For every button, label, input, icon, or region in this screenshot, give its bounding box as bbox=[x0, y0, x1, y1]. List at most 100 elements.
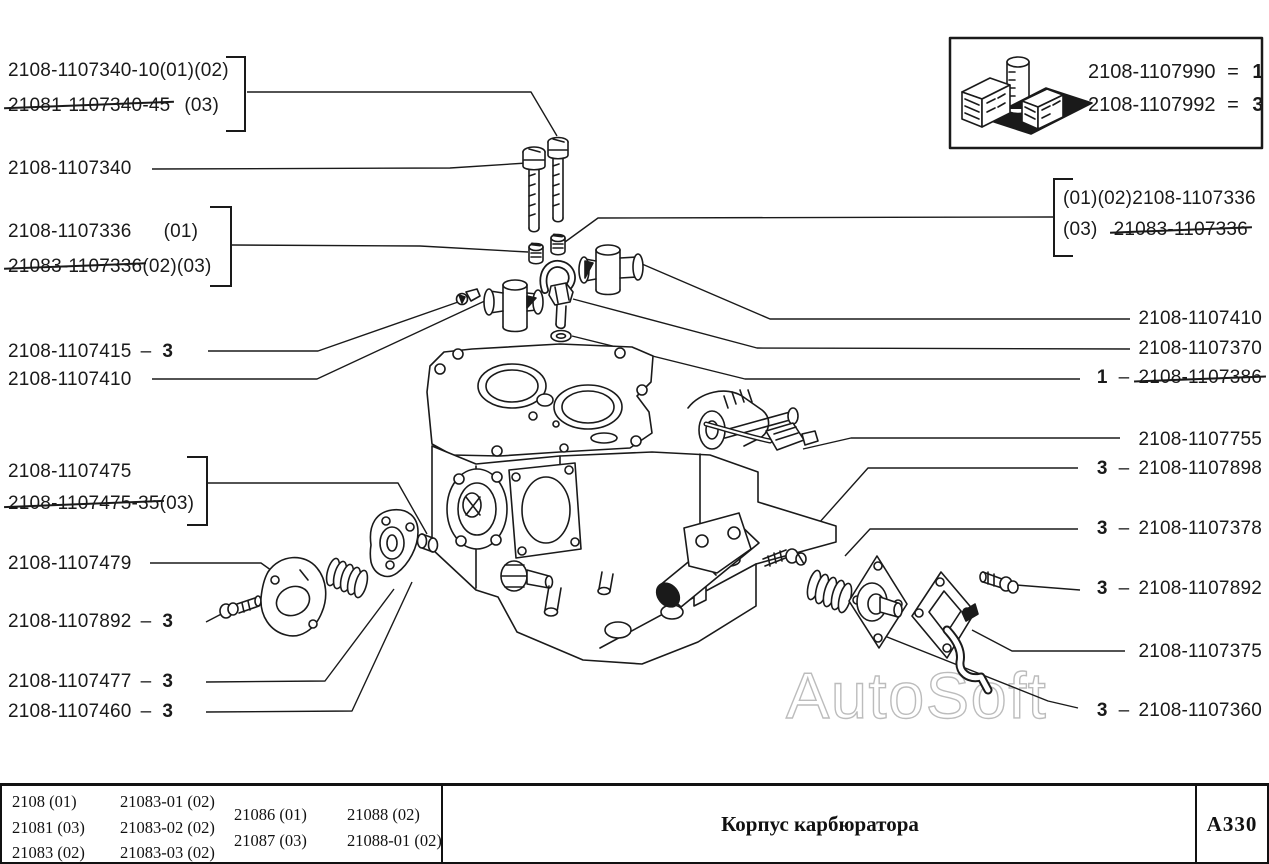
part-number: 2108-1107410 bbox=[8, 369, 132, 390]
part-label-1107386: 1–2108-1107386 bbox=[1095, 367, 1262, 390]
mixture-screws bbox=[522, 136, 569, 233]
part-label-1107898: 3–2108-1107898 bbox=[1095, 458, 1262, 481]
hook-bracket-group bbox=[455, 259, 576, 343]
part-label-1107415: 2108-1107415–3 bbox=[8, 341, 175, 364]
model-list-col4: 21088 (02) 21088-01 (02) bbox=[347, 802, 442, 853]
model-item: 21088 (02) bbox=[347, 805, 420, 824]
part-label-1107477: 2108-1107477–3 bbox=[8, 671, 175, 694]
part-number: 2108-1107370 bbox=[1138, 338, 1262, 359]
kit-row-1: 2108-1107990 = 1 bbox=[1088, 61, 1265, 84]
dash: – bbox=[1118, 578, 1130, 599]
kit-qty: 1 bbox=[1252, 61, 1264, 83]
part-qty: 3 bbox=[1096, 458, 1108, 479]
bracket-group-1107475 bbox=[187, 456, 208, 526]
part-label-1107340: 2108-1107340 bbox=[8, 158, 132, 181]
part-number: 2108-1107340-10(01)(02) bbox=[8, 60, 229, 81]
part-label-1107892-right: 3–2108-1107892 bbox=[1095, 578, 1262, 601]
part-qty: 3 bbox=[162, 611, 174, 632]
dash: – bbox=[140, 671, 152, 692]
model-item: 21087 (03) bbox=[234, 830, 307, 850]
solenoid-valve bbox=[655, 512, 760, 608]
kit-row-2: 2108-1107992 = 3 bbox=[1088, 94, 1265, 117]
variant-suffix: (02)(03) bbox=[142, 256, 212, 277]
part-number: 2108-1107892 bbox=[1138, 578, 1262, 599]
model-list-col2: 21083-01 (02) 21083-02 (02) 21083-03 (02… bbox=[120, 789, 215, 864]
part-number-struck: 2108-1107475-35 bbox=[8, 488, 160, 520]
part-label-1107892-left: 2108-1107892–3 bbox=[8, 611, 175, 634]
model-item: 21088-01 (02) bbox=[347, 830, 442, 850]
carburetor-parts-drawing bbox=[219, 36, 1264, 695]
economizer-group bbox=[762, 548, 1019, 695]
part-qty: 1 bbox=[1096, 367, 1108, 388]
part-label-1107340-group: 2108-1107340-10(01)(02) 21081-1107340-45… bbox=[8, 53, 229, 123]
part-label-1107410-left: 2108-1107410 bbox=[8, 369, 132, 392]
part-number-struck: 21081-1107340-45 bbox=[8, 88, 170, 123]
part-qty: 3 bbox=[1096, 578, 1108, 599]
part-number: 2108-1107378 bbox=[1138, 518, 1262, 539]
footer-divider-2 bbox=[1195, 786, 1197, 862]
bracket-group-1107336-right bbox=[1053, 178, 1073, 257]
footer-divider-1 bbox=[441, 786, 443, 862]
part-number: 2108-1107460 bbox=[8, 701, 132, 722]
model-item: 21083-01 (02) bbox=[120, 792, 215, 811]
part-label-1107410-right: 2108-1107410 bbox=[1138, 308, 1262, 331]
part-label-1107336-right-group: (01)(02)2108-1107336 (03)21083-1107336 bbox=[1063, 183, 1256, 245]
pump-group bbox=[219, 508, 439, 637]
equals-sign: = bbox=[1227, 61, 1239, 83]
page-title: Корпус карбюратора bbox=[721, 811, 919, 836]
part-label-1107755: 2108-1107755 bbox=[1138, 429, 1262, 452]
dash: – bbox=[1118, 367, 1130, 388]
part-number-struck: 2108-1107386 bbox=[1138, 367, 1262, 388]
part-label-1107360: 3–2108-1107360 bbox=[1095, 700, 1262, 723]
dash: – bbox=[140, 701, 152, 722]
variant-suffix: (03) bbox=[184, 95, 219, 116]
kit-qty: 3 bbox=[1252, 94, 1264, 116]
throttle-cluster bbox=[687, 389, 819, 451]
part-label-1107336-group: 2108-1107336 (01) 21083-1107336(02)(03) bbox=[8, 214, 212, 284]
dash: – bbox=[140, 611, 152, 632]
carburetor-main-body bbox=[426, 343, 837, 665]
dash: – bbox=[140, 341, 152, 362]
variant-prefix: (03) bbox=[1063, 219, 1098, 240]
part-number: 2108-1107475 bbox=[8, 461, 132, 482]
bracket-group-1107340 bbox=[226, 56, 246, 132]
part-label-1107460: 2108-1107460–3 bbox=[8, 701, 175, 724]
part-number: 2108-1107415 bbox=[8, 341, 132, 362]
part-qty: 3 bbox=[162, 341, 174, 362]
part-label-1107378: 3–2108-1107378 bbox=[1095, 518, 1262, 541]
footer-table: 2108 (01) 21081 (03) 21083 (02) 21083-01… bbox=[0, 783, 1269, 864]
part-number: 2108-1107898 bbox=[1138, 458, 1262, 479]
variant-suffix: (01) bbox=[163, 221, 199, 242]
part-qty: 3 bbox=[162, 701, 174, 722]
part-qty: 3 bbox=[1096, 518, 1108, 539]
part-label-1107479: 2108-1107479 bbox=[8, 553, 132, 576]
part-label-1107370: 2108-1107370 bbox=[1138, 338, 1262, 361]
part-number: 2108-1107360 bbox=[1138, 700, 1262, 721]
model-item: 2108 (01) bbox=[12, 792, 77, 811]
part-number-struck: 21083-1107336 bbox=[1114, 214, 1248, 245]
dash: – bbox=[1118, 700, 1130, 721]
model-item: 21083 (02) bbox=[12, 843, 85, 862]
model-list-col1: 2108 (01) 21081 (03) 21083 (02) bbox=[12, 789, 85, 864]
part-number-struck: 21083-1107336 bbox=[8, 249, 142, 284]
kit-part-number: 2108-1107990 bbox=[1088, 61, 1216, 83]
part-number: 2108-1107336 bbox=[1132, 188, 1256, 209]
bracket-group-1107336-left bbox=[210, 206, 232, 287]
part-number: 2108-1107892 bbox=[8, 611, 132, 632]
model-item: 21086 (01) bbox=[234, 805, 307, 824]
part-qty: 3 bbox=[162, 671, 174, 692]
part-number: 2108-1107477 bbox=[8, 671, 132, 692]
model-item: 21083-02 (02) bbox=[120, 817, 215, 837]
fuel-jets bbox=[528, 233, 566, 265]
part-qty: 3 bbox=[1096, 700, 1108, 721]
part-number: 2108-1107479 bbox=[8, 553, 132, 574]
part-number: 2108-1107336 bbox=[8, 221, 132, 242]
model-list-col3: 21086 (01) 21087 (03) bbox=[234, 802, 307, 853]
part-number: 2108-1107375 bbox=[1138, 641, 1262, 662]
part-number: 2108-1107755 bbox=[1138, 429, 1262, 450]
part-label-1107475-group: 2108-1107475 2108-1107475-35(03) bbox=[8, 456, 194, 520]
part-number: 2108-1107340 bbox=[8, 158, 132, 179]
equals-sign: = bbox=[1227, 94, 1239, 116]
